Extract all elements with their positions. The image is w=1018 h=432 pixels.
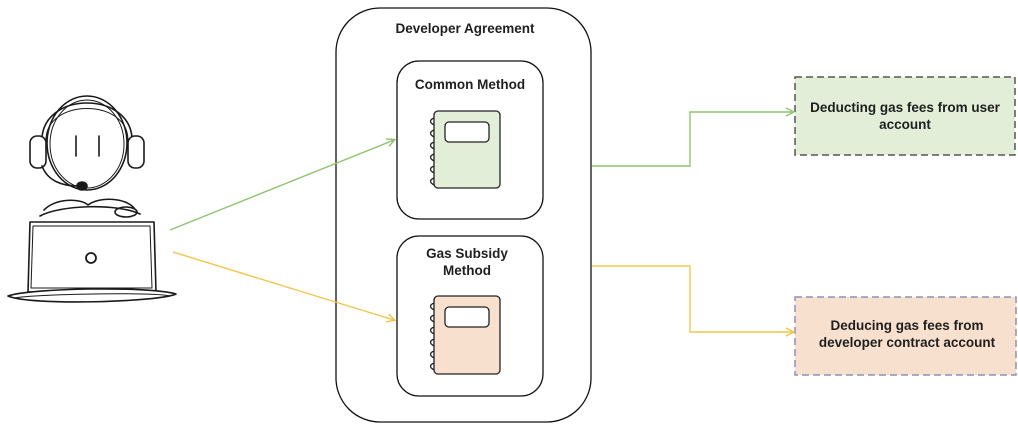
user-account-outcome-label: Deducting gas fees from user account	[810, 100, 1000, 132]
user-with-laptop-icon	[7, 95, 177, 303]
arrow-person-to-common-method	[169, 140, 394, 231]
arrow-common-method-to-user-account	[592, 112, 793, 167]
arrow-gas-subsidy-to-developer-account	[592, 265, 793, 332]
notebook-icon-green	[429, 110, 501, 189]
gas-subsidy-method-label: Gas Subsidy Method	[426, 246, 508, 278]
developer-account-outcome-label: Deducing gas fees from developer contrac…	[818, 318, 996, 350]
common-method-label: Common Method	[414, 77, 526, 92]
arrow-person-to-gas-subsidy-method	[172, 251, 394, 320]
developer-agreement-title: Developer Agreement	[395, 21, 535, 36]
user-account-outcome-box	[794, 76, 1016, 156]
notebook-icon-peach	[429, 295, 501, 375]
developer-account-outcome-box	[794, 296, 1017, 376]
